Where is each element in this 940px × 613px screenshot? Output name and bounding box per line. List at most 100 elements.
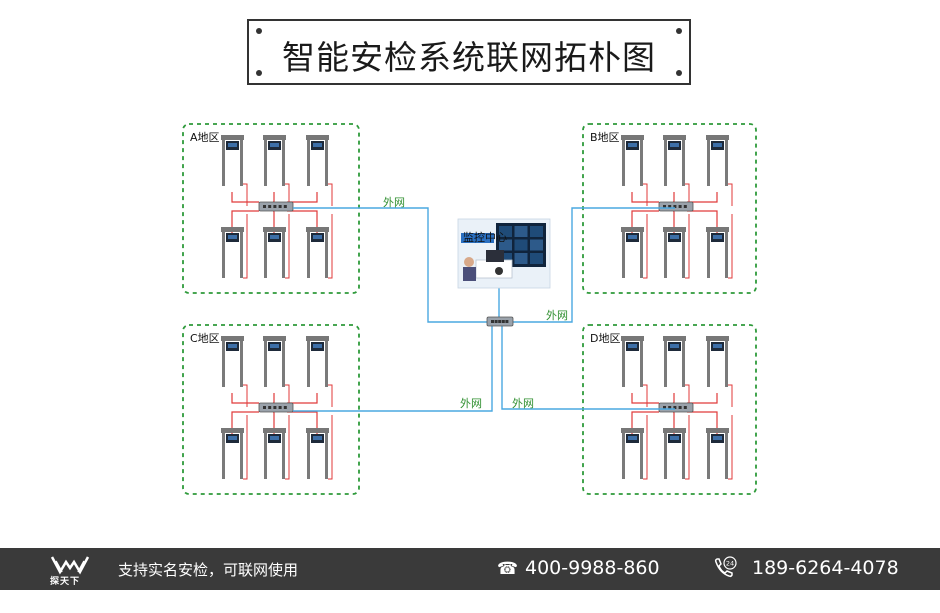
power-line [285, 183, 290, 206]
switch-port [263, 205, 266, 208]
region-label: B地区 [590, 131, 620, 144]
switch-port [268, 205, 272, 208]
power-line [285, 384, 290, 407]
hotline-number[interactable]: 400-9988-860 [525, 557, 660, 579]
security-gate [263, 428, 286, 479]
network-line [501, 326, 675, 410]
power-line [728, 415, 733, 480]
power-line [728, 384, 733, 407]
security-gate [263, 336, 286, 387]
diagram-title: 智能安检系统联网拓朴图 [282, 38, 656, 77]
security-gate [706, 135, 729, 186]
power-line [231, 192, 259, 203]
power-line [287, 192, 318, 203]
corner-dot [256, 28, 262, 34]
network-label: 外网 [512, 397, 534, 410]
network-line [510, 207, 675, 323]
operator-desk [475, 259, 513, 279]
power-line [673, 192, 675, 203]
security-gate [221, 336, 244, 387]
power-line [685, 183, 690, 206]
power-line [643, 214, 648, 279]
brand-name: 探天下 [50, 577, 81, 587]
switch-port [273, 406, 277, 409]
security-gate [663, 336, 686, 387]
power-line [328, 384, 333, 407]
security-gate [663, 135, 686, 186]
power-line [243, 214, 248, 279]
operator-body [463, 267, 476, 281]
power-line [231, 393, 259, 404]
region-box [182, 324, 360, 495]
power-line [328, 415, 333, 480]
region-label: C地区 [190, 332, 220, 345]
network-label: 外网 [546, 309, 568, 322]
monitor-sign [461, 233, 494, 243]
power-line [687, 411, 718, 435]
video-tile [530, 226, 543, 237]
power-line [685, 214, 690, 279]
switch-port [673, 406, 677, 409]
security-gate [706, 227, 729, 278]
switch-port [278, 406, 282, 409]
power-line [285, 214, 290, 279]
power-line [328, 214, 333, 279]
switch-port [263, 406, 266, 409]
corner-dot [256, 70, 262, 76]
power-line [687, 192, 718, 203]
brand-logo-icon [50, 556, 90, 575]
security-gate [621, 135, 644, 186]
switch-port [668, 406, 672, 409]
power-line [243, 384, 248, 407]
power-line [287, 210, 318, 234]
switch-port [668, 205, 672, 208]
monitor-center-label: 监控中心 [463, 230, 507, 244]
power-line [243, 415, 248, 480]
power-line [643, 415, 648, 480]
power-line [631, 411, 659, 435]
network-line [293, 326, 493, 412]
power-line [328, 183, 333, 206]
mobile-number[interactable]: 189-6264-4078 [752, 557, 899, 579]
switch-port [505, 320, 509, 323]
power-line [685, 415, 690, 480]
camera-icon [495, 267, 503, 275]
switch-port [494, 320, 498, 323]
switch-port [673, 205, 677, 208]
switch-port [678, 406, 682, 409]
security-gate [306, 428, 329, 479]
footer-slogan: 支持实名安检，可联网使用 [118, 561, 299, 579]
security-gate [706, 336, 729, 387]
security-gate [263, 135, 286, 186]
power-line [685, 384, 690, 407]
power-line [287, 393, 318, 404]
power-line [687, 210, 718, 234]
power-line [728, 183, 733, 206]
switch-port [491, 320, 494, 323]
network-label: 外网 [460, 397, 482, 410]
video-tile [530, 253, 543, 264]
title-box: 智能安检系统联网拓朴图 [247, 19, 691, 85]
power-line [631, 393, 659, 404]
security-gate [306, 227, 329, 278]
power-line [687, 393, 718, 404]
switch-port [273, 205, 277, 208]
power-line [273, 192, 275, 203]
security-gate [663, 227, 686, 278]
video-tile [499, 226, 512, 237]
desk-monitor [486, 250, 504, 262]
power-line [643, 384, 648, 407]
power-line [673, 393, 675, 404]
region-label: A地区 [190, 131, 220, 144]
footer-bar: 探天下 支持实名安检，可联网使用 ☎ 400-9988-860 24 189-6… [0, 548, 940, 590]
video-tile [530, 239, 543, 251]
power-line [231, 411, 259, 435]
security-gate [306, 336, 329, 387]
switch-port [278, 205, 282, 208]
security-gate [706, 428, 729, 479]
video-tile [514, 239, 528, 251]
telephone-icon: ☎ [497, 559, 519, 579]
corner-dot [676, 70, 682, 76]
security-gate [621, 227, 644, 278]
